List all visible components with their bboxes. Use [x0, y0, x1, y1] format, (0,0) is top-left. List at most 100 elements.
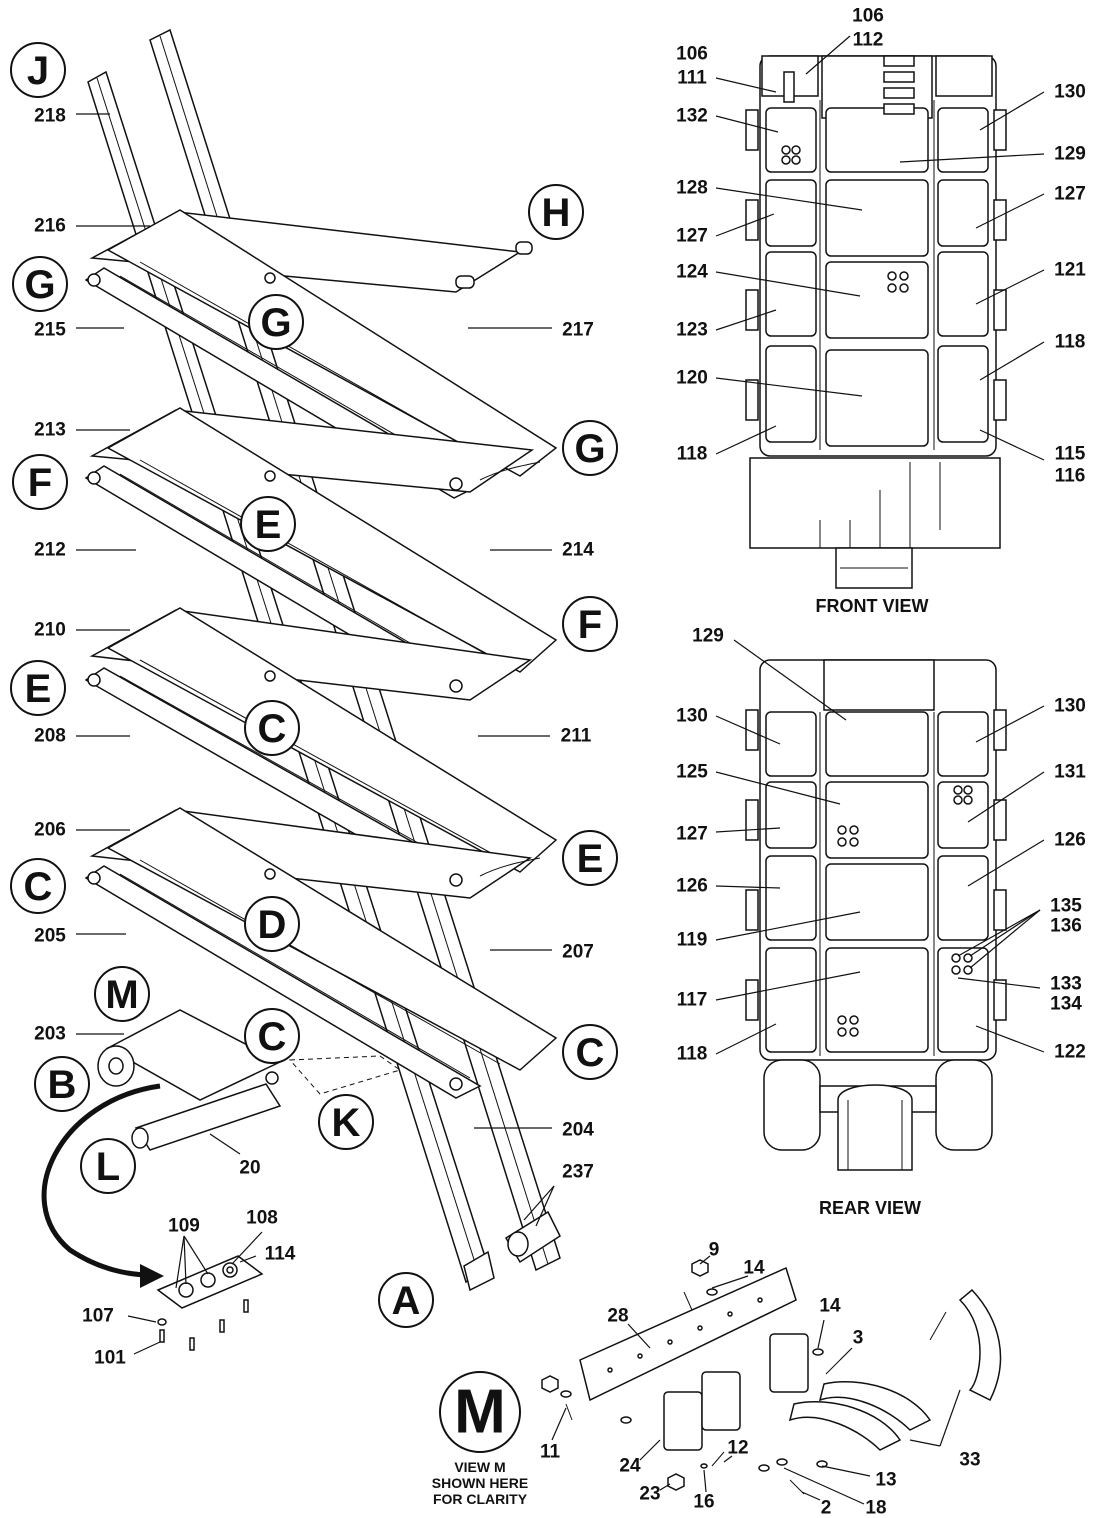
callout-130b: 130 [676, 706, 708, 727]
callout-9: 9 [709, 1240, 720, 1261]
front-view-title: FRONT VIEW [816, 596, 929, 616]
front-view-leaders [715, 35, 1045, 461]
bubble-letter: M [105, 973, 138, 1017]
callout-217: 217 [562, 320, 594, 341]
bubble-C1: C [244, 700, 300, 756]
callout-11: 11 [540, 1442, 561, 1463]
bubble-circle [248, 294, 304, 350]
bracket-33 [818, 1381, 932, 1431]
bubble-M1: M [94, 966, 150, 1022]
callout-16: 16 [693, 1492, 714, 1513]
bubble-circle [562, 830, 618, 886]
bubble-C2: C [10, 858, 66, 914]
callout-111: 111 [677, 68, 707, 89]
bubble-letter: E [25, 667, 52, 711]
bubble-letter: K [332, 1101, 361, 1145]
bubble-letter: J [27, 49, 49, 93]
bubble-E1: E [240, 496, 296, 552]
callout-3: 3 [853, 1328, 864, 1349]
callout-24: 24 [619, 1456, 641, 1477]
bubble-G2: G [248, 294, 304, 350]
bubble-K: K [318, 1094, 374, 1150]
callout-203: 203 [34, 1024, 66, 1045]
callout-126a: 126 [1054, 830, 1086, 851]
boom-assembly [41, 28, 561, 1292]
view-m-leaders [551, 1255, 961, 1505]
bubble-letter: A [392, 1279, 421, 1323]
rear-view-title: REAR VIEW [819, 1198, 921, 1218]
bubble-letter: D [258, 903, 287, 947]
callout-127b: 127 [676, 226, 708, 247]
callout-121: 121 [1054, 260, 1086, 281]
bubble-circle [10, 858, 66, 914]
bubble-circle [240, 496, 296, 552]
callout-129a: 129 [1054, 144, 1086, 165]
bubble-B: B [34, 1056, 90, 1112]
callout-14a: 14 [743, 1258, 765, 1279]
bubble-E3: E [562, 830, 618, 886]
bubble-letter: G [24, 263, 55, 307]
callout-125: 125 [676, 762, 708, 783]
bubble-letter: E [255, 503, 282, 547]
callout-212: 212 [34, 540, 66, 561]
callout-135: 135 [1050, 896, 1082, 917]
callout-132: 132 [676, 106, 708, 127]
bubble-letter: C [24, 865, 53, 909]
callout-214: 214 [562, 540, 594, 561]
limit-switch [769, 1333, 809, 1393]
callout-118c: 118 [677, 1044, 708, 1065]
bubble-circle [34, 1056, 90, 1112]
callout-127c: 127 [676, 824, 708, 845]
bubble-letter: C [576, 1031, 605, 1075]
bubble-circle [12, 454, 68, 510]
callout-118b: 118 [677, 444, 708, 465]
boom-section-217 [106, 209, 558, 477]
limit-switch [701, 1371, 741, 1431]
callout-14b: 14 [819, 1296, 841, 1317]
callout-114: 114 [265, 1244, 296, 1265]
bubble-J: J [10, 42, 66, 98]
callout-124: 124 [676, 262, 708, 283]
bubble-circle [10, 42, 66, 98]
callout-213: 213 [34, 420, 66, 441]
boom-section-205 [84, 865, 482, 1099]
callout-18: 18 [865, 1498, 886, 1518]
bubble-letter: F [28, 461, 52, 505]
bubble-letter: H [542, 191, 571, 235]
bubble-H: H [528, 184, 584, 240]
callout-117: 117 [677, 990, 708, 1011]
callout-115: 115 [1055, 444, 1086, 465]
bubble-circle [528, 184, 584, 240]
callout-131: 131 [1054, 762, 1086, 783]
bubble-D: D [244, 896, 300, 952]
bubble-circle [80, 1138, 136, 1194]
bubble-circle [318, 1094, 374, 1150]
callout-20: 20 [239, 1158, 260, 1179]
bubble-F1: F [12, 454, 68, 510]
callout-133: 133 [1050, 974, 1082, 995]
callout-130a: 130 [1054, 82, 1086, 103]
callout-106a: 106 [852, 6, 884, 27]
bubble-circle [94, 966, 150, 1022]
boom-leaders [76, 113, 555, 1227]
bubble-letter: B [48, 1063, 77, 1107]
boom-section-211 [106, 607, 558, 873]
front-view [745, 55, 1007, 589]
callout-12: 12 [727, 1438, 748, 1459]
callout-136: 136 [1050, 916, 1082, 937]
bubble-letter: C [258, 1015, 287, 1059]
bubble-circle [562, 420, 618, 476]
callout-128: 128 [676, 178, 708, 199]
bubble-letter: G [260, 301, 291, 345]
callout-123: 123 [676, 320, 708, 341]
callout-107: 107 [82, 1306, 114, 1327]
bubble-letter: G [574, 427, 605, 471]
bracket-33 [788, 1401, 902, 1451]
bubble-circle [10, 660, 66, 716]
callout-134: 134 [1050, 994, 1082, 1015]
callout-116: 116 [1055, 466, 1086, 487]
bubble-C3: C [244, 1008, 300, 1064]
